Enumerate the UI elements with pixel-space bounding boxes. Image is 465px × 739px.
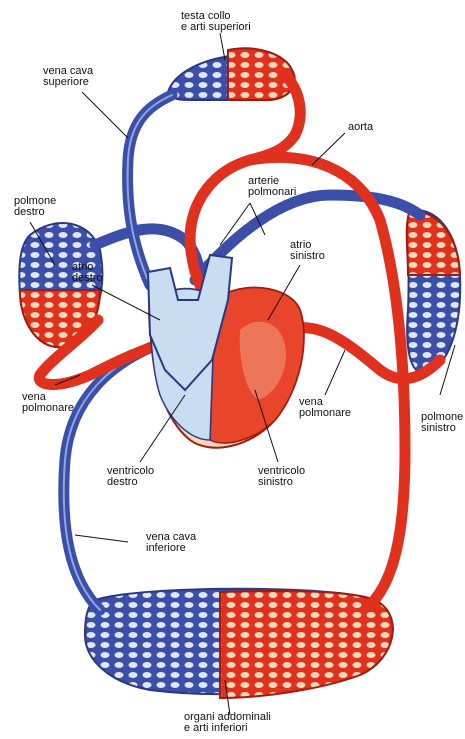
heart	[148, 255, 304, 448]
label-aorta: aorta	[348, 122, 373, 133]
left-lung-bed	[407, 210, 461, 373]
lower-body-capillary-bed	[85, 589, 393, 698]
head-capillary-bed	[168, 48, 295, 100]
